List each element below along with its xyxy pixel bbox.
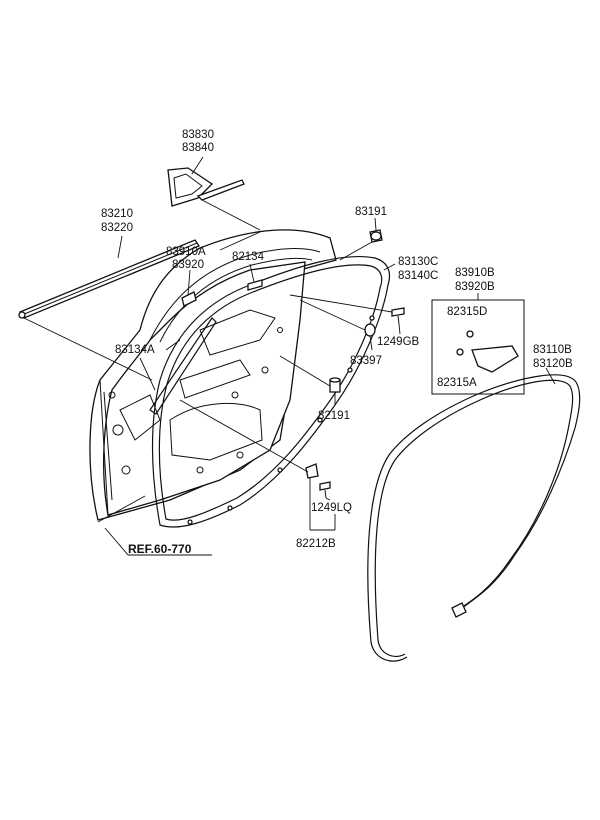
label-83130C: 83130C bbox=[398, 256, 438, 268]
glass-run bbox=[149, 291, 217, 415]
label-82315A: 82315A bbox=[437, 377, 477, 389]
label-83140C: 83140C bbox=[398, 270, 438, 282]
label-ref: REF.60-770 bbox=[128, 542, 192, 556]
label-83191: 83191 bbox=[355, 206, 387, 218]
label-83830: 83830 bbox=[182, 129, 214, 141]
label-83210: 83210 bbox=[101, 208, 133, 220]
label-1249LQ: 1249LQ bbox=[311, 502, 352, 514]
clip-82212B bbox=[305, 463, 331, 499]
label-83910B: 83910B bbox=[455, 267, 495, 279]
label-83110B: 83110B bbox=[533, 344, 572, 356]
body-weatherstrip bbox=[367, 374, 581, 662]
plug-83397 bbox=[364, 323, 376, 337]
label-83840: 83840 bbox=[182, 142, 214, 154]
belt-moulding bbox=[18, 239, 200, 319]
grommet-83191 bbox=[369, 229, 383, 243]
delta-moulding bbox=[167, 167, 245, 207]
label-83397: 83397 bbox=[350, 355, 382, 367]
label-1249GB: 1249GB bbox=[377, 336, 420, 348]
label-83120B: 83120B bbox=[533, 358, 573, 370]
screw-1249GB bbox=[391, 307, 405, 325]
label-83134A: 83134A bbox=[115, 344, 155, 356]
plug-82191 bbox=[329, 377, 341, 393]
label-82134: 82134 bbox=[232, 251, 265, 263]
part-labels: 83830 83840 83210 83220 83910A 83920 821… bbox=[101, 129, 573, 556]
clip-82134 bbox=[247, 279, 263, 291]
label-83220: 83220 bbox=[101, 222, 133, 234]
label-83920: 83920 bbox=[172, 259, 204, 271]
label-82315D: 82315D bbox=[447, 306, 487, 318]
door-panel bbox=[89, 229, 337, 521]
label-82212B: 82212B bbox=[296, 538, 336, 550]
label-83910A: 83910A bbox=[166, 246, 206, 258]
label-83920B: 83920B bbox=[455, 281, 495, 293]
door-weatherstrip bbox=[151, 255, 391, 528]
leader-lines bbox=[23, 156, 556, 556]
label-82191: 82191 bbox=[318, 410, 350, 422]
